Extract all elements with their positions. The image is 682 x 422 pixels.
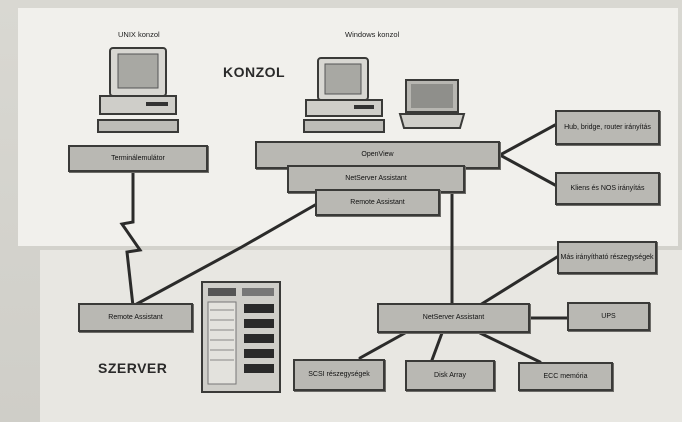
link-netserver-scsi <box>358 331 407 360</box>
server-region <box>40 250 682 422</box>
konzol-label: KONZOL <box>223 64 286 80</box>
remote-assistant-top-box: Remote Assistant <box>315 189 440 216</box>
link-netserver-disk <box>430 331 444 362</box>
remote-assistant-bottom-box: Remote Assistant <box>78 303 193 332</box>
laptop-icon <box>398 79 466 129</box>
windows-console-label: Windows konzol <box>345 30 400 39</box>
disk-array-box: Disk Array <box>405 360 495 391</box>
ups-box: UPS <box>567 302 650 331</box>
ecc-memory-box: ECC memória <box>518 362 613 391</box>
client-nos-box: Kliens és NOS irányítás <box>555 172 660 205</box>
netserver-assistant-bottom-box: NetServer Assistant <box>377 303 530 333</box>
link-netserver-mas <box>478 255 559 307</box>
link-openview-kliens <box>498 153 557 187</box>
link-netserver-ecc <box>478 331 542 364</box>
windows-computer-icon <box>303 57 385 133</box>
unix-computer-icon <box>97 47 179 133</box>
unix-console-label: UNIX konzol <box>118 30 160 39</box>
scsi-units-box: SCSI részegységek <box>293 359 385 391</box>
terminal-emulator-box: Terminálemulátor <box>68 145 208 172</box>
hub-bridge-router-box: Hub, bridge, router irányítás <box>555 110 660 145</box>
server-icon <box>201 281 281 393</box>
szerver-label: SZERVER <box>98 360 168 376</box>
link-remote-wan <box>131 203 317 308</box>
other-manageable-units-box: Más irányítható részegységek <box>557 241 657 274</box>
link-terminal-lightning <box>119 170 143 308</box>
link-openview-hub <box>498 123 557 157</box>
